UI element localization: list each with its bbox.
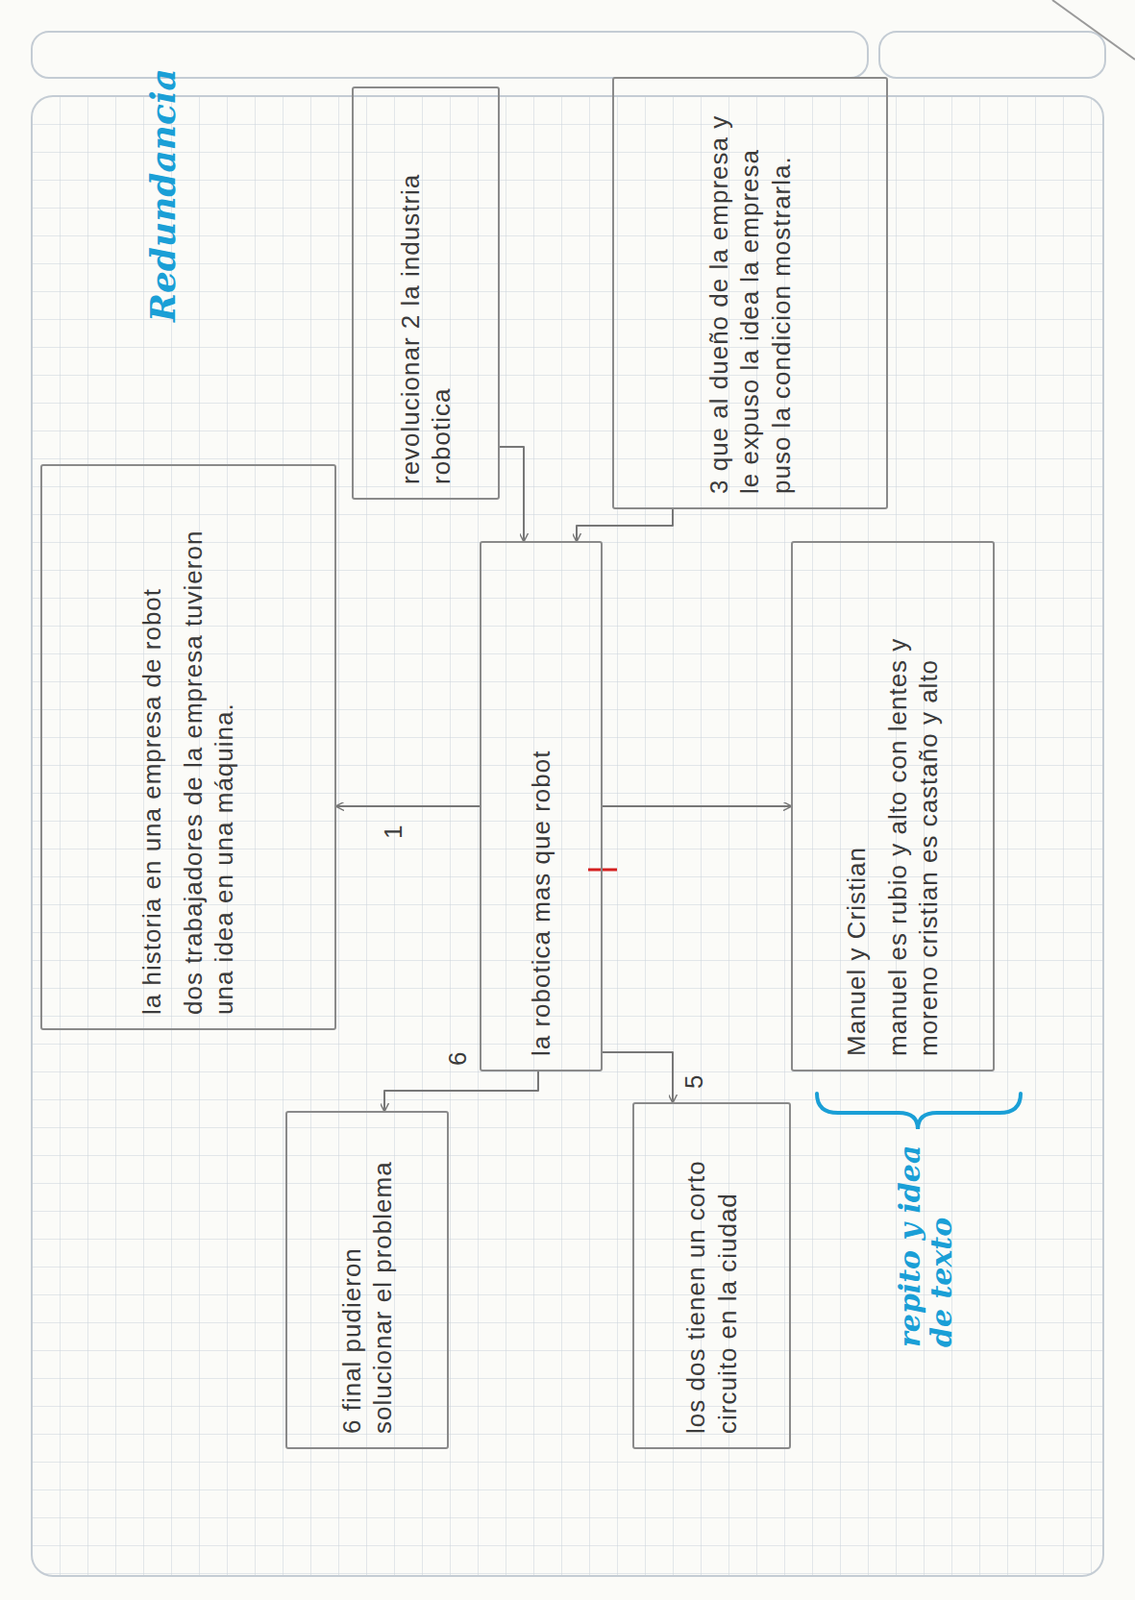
story-box: revolucionar 2 la industria robotica [351, 86, 500, 500]
teacher-note: Redundancia [144, 72, 183, 322]
box-body-text: manuel es rubio y alto con lentes y more… [882, 556, 945, 1057]
box-text: la robotica mas que robot [525, 556, 558, 1057]
connector [576, 509, 673, 542]
page-fold [1052, 0, 1135, 60]
box-text: Manuel y Cristian [840, 556, 873, 1057]
box-text: los dos tienen un corto circuito en la c… [680, 1117, 743, 1434]
connector [602, 1052, 673, 1103]
step-number: 5 [680, 1065, 709, 1089]
connector [499, 446, 524, 542]
connector [384, 1071, 539, 1111]
grid-area [31, 96, 1104, 1577]
box-text: revolucionar 2 la industria robotica [394, 101, 458, 485]
step-number: 6 [444, 1042, 472, 1066]
connector [336, 805, 480, 808]
story-box: 3 que al dueño de la empresa y le expuso… [612, 76, 889, 510]
story-box: la historia en una empresa de robotdos t… [40, 464, 337, 1031]
connector [602, 805, 791, 808]
header-field [31, 31, 868, 78]
story-box: Manuel y Cristian manuel es rubio y alto … [790, 541, 995, 1072]
box-text: 6 final pudieron solucionar el problema [336, 1126, 399, 1434]
central-topic-box: la robotica mas que robot [479, 541, 603, 1072]
story-box: los dos tienen un corto circuito en la c… [632, 1102, 791, 1450]
box-text: la historia en una empresa de robot [136, 479, 169, 1015]
teacher-note: repito y idea de texto [893, 1131, 958, 1348]
box-text: 3 que al dueño de la empresa y le expuso… [703, 92, 798, 494]
box-body-text: dos trabajadores de la empresa tuvieron … [177, 479, 241, 1015]
red-tick [588, 868, 617, 872]
header-field [879, 31, 1106, 78]
step-number: 1 [379, 815, 408, 839]
story-box: 6 final pudieron solucionar el problema [285, 1110, 449, 1450]
blue-brace [816, 1093, 1021, 1130]
